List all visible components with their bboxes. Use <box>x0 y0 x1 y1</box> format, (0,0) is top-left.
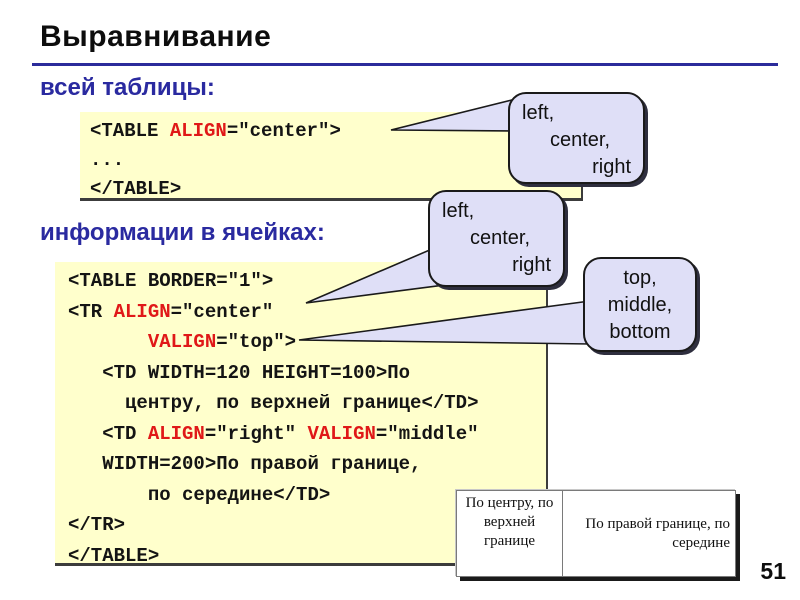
code-line: по середине</TD> <box>68 480 546 511</box>
example-cell-line: верхней <box>483 514 536 530</box>
callout-line: right <box>512 254 551 276</box>
callout-line: center, <box>470 227 531 249</box>
code-line: <TABLE ALIGN="center"> <box>90 117 581 146</box>
title-underline <box>32 63 778 66</box>
code-text: <TABLE <box>90 120 170 142</box>
code-text: <TR <box>68 300 114 323</box>
code-text: ="center" <box>170 300 274 323</box>
code-text: ="right" <box>204 422 308 445</box>
code-line: <TABLE BORDER="1"> <box>68 266 546 297</box>
code-line: </TABLE> <box>90 175 581 204</box>
code-line: <TD WIDTH=120 HEIGHT=100>По <box>68 358 546 389</box>
example-cell-line: середине <box>672 534 730 551</box>
callout-line: left, <box>522 102 555 124</box>
code-text: ... <box>90 149 125 171</box>
callout-line: right <box>592 156 631 178</box>
code-text: ="middle" <box>375 422 479 445</box>
example-cell-left: По центру, по верхней границе <box>457 491 563 576</box>
callout-line: middle, <box>607 294 673 316</box>
code-keyword: VALIGN <box>307 422 376 445</box>
code-line: <TR ALIGN="center" <box>68 297 546 328</box>
example-cell-right: По правой границе, по середине <box>563 491 735 576</box>
code-keyword: ALIGN <box>147 422 205 445</box>
code-line: </TABLE> <box>68 541 546 572</box>
callout-halign-table: left, center, right <box>508 92 645 184</box>
page-title: Выравнивание <box>40 20 272 53</box>
code-text <box>68 331 148 353</box>
code-line: центру, по верхней границе</TD> <box>68 388 546 419</box>
code-text: центру, по верхней границе</TD> <box>68 392 479 414</box>
code-line: <TD ALIGN="right" VALIGN="middle" <box>68 419 546 450</box>
code-text: <TD <box>68 422 148 445</box>
callout-line: bottom <box>609 321 671 343</box>
rendered-table-example: По центру, по верхней границе По правой гр… <box>456 490 736 577</box>
callout-halign-cells: left, center, right <box>428 190 565 287</box>
code-text: ="top"> <box>216 331 297 353</box>
example-cell-line: границе <box>483 533 536 549</box>
code-text: WIDTH=200>По правой границе, <box>68 453 422 475</box>
code-text: </TR> <box>68 514 126 536</box>
code-text: </TABLE> <box>90 178 182 200</box>
example-cell-line: По центру, по <box>465 495 554 511</box>
code-line: VALIGN="top"> <box>68 327 546 358</box>
heading-whole-table: всей таблицы: <box>40 74 215 101</box>
code-line: </TR> <box>68 510 546 541</box>
code-text: <TD WIDTH=120 HEIGHT=100>По <box>68 361 411 384</box>
code-text: </TABLE> <box>68 544 160 567</box>
callout-line: top, <box>623 267 657 289</box>
example-cell-line: По правой границе, по <box>585 515 730 532</box>
code-line: WIDTH=200>По правой границе, <box>68 449 546 480</box>
callout-line: center, <box>550 129 611 151</box>
code-text: <TABLE BORDER="1"> <box>68 270 274 292</box>
code-text: по середине</TD> <box>68 483 331 506</box>
code-line: ... <box>90 146 581 175</box>
callout-line: left, <box>442 200 475 222</box>
code-keyword: VALIGN <box>147 331 217 353</box>
code-keyword: ALIGN <box>113 300 171 323</box>
code-text: ="center"> <box>226 120 341 142</box>
callout-valign-cells: top, middle, bottom <box>583 257 697 352</box>
code-keyword: ALIGN <box>169 120 227 142</box>
page-number: 51 <box>760 558 786 584</box>
heading-cell-alignment: информации в ячейках: <box>40 219 325 246</box>
